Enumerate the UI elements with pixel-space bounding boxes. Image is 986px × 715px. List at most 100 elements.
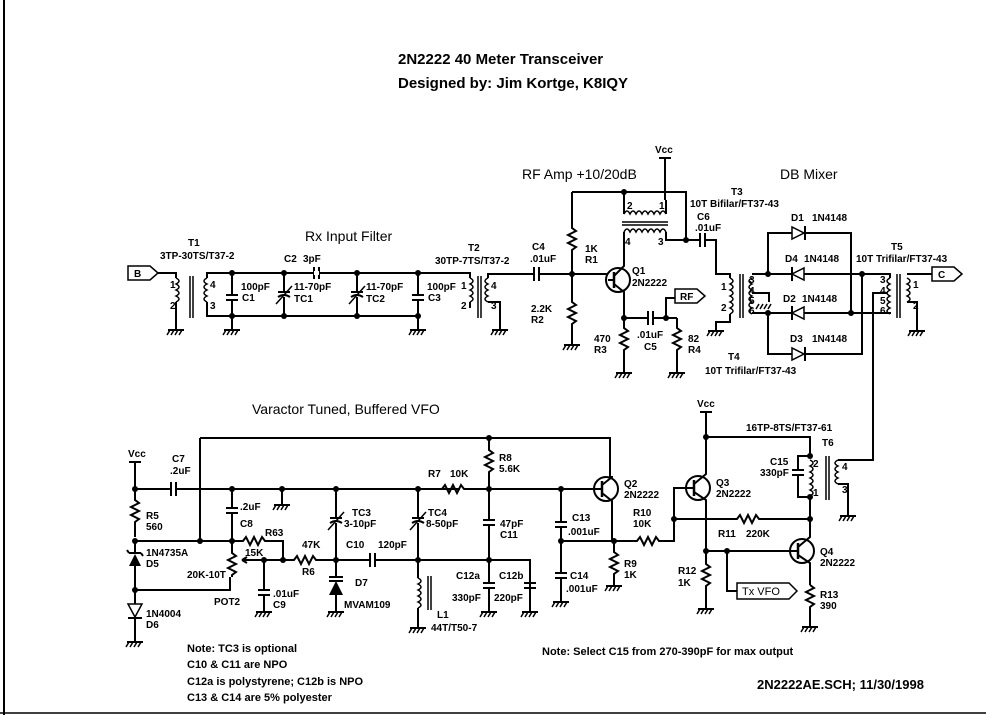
transformer-t5: T5 10T Trifilar/FT37-43 3 4 5 6 1 2: [856, 242, 948, 318]
transformer-t1: T1 3TP-30TS/T37-2 1 2 4 3: [160, 238, 235, 318]
t2-value: 30TP-7TS/T37-2: [435, 256, 510, 267]
diode-d1: D1 1N4148: [791, 213, 847, 241]
r8-value: 5.6K: [499, 464, 521, 475]
ground-r4: [667, 372, 685, 379]
t6-pin1: 1: [813, 488, 819, 499]
r3-ref: R3: [594, 345, 607, 356]
d5-value: 1N4735A: [146, 548, 188, 559]
c15-ref: C15: [770, 457, 789, 468]
t4-pin6: 6: [749, 306, 755, 317]
r10-value: 10K: [633, 519, 652, 530]
ground-r9: [604, 585, 622, 592]
r13-ref: R13: [820, 590, 839, 601]
section-vfo: Varactor Tuned, Buffered VFO: [252, 401, 440, 417]
q2-value: 2N2222: [624, 490, 659, 501]
note-c15: Note: Select C15 from 270-390pF for max …: [542, 646, 794, 658]
t1-ref: T1: [188, 238, 200, 249]
d7-value: MVAM109: [344, 600, 391, 611]
t4-ref: T4: [728, 352, 740, 363]
q4-value: 2N2222: [820, 558, 855, 569]
tc3-ref: TC3: [352, 508, 371, 519]
d4-ref: D4: [785, 254, 798, 265]
diode-d2: D2 1N4148: [783, 294, 837, 321]
t6-ref: T6: [822, 438, 834, 449]
d4-value: 1N4148: [804, 254, 839, 265]
t1-pin1: 1: [170, 280, 176, 291]
tc3-value: 3-10pF: [344, 519, 376, 530]
t2-pin4: 4: [491, 281, 497, 292]
t6-value: 16TP-8TS/FT37-61: [746, 423, 833, 434]
c6-ref: C6: [697, 212, 710, 223]
tc4-ref: TC4: [428, 508, 447, 519]
d1-ref: D1: [791, 213, 804, 224]
vfo-notes: Note: TC3 is optional C10 & C11 are NPO …: [187, 643, 364, 704]
ground-d6: [125, 641, 143, 648]
d6-ref: D6: [146, 620, 159, 631]
ground-c12b: [520, 611, 538, 618]
l1-value: 44T/T50-7: [431, 623, 478, 634]
r4-value: 82: [688, 334, 700, 345]
r1-ref: R1: [585, 255, 598, 266]
t1-pin4: 4: [210, 280, 216, 291]
c11-value: 47pF: [500, 519, 523, 530]
t3-pin1: 1: [659, 201, 665, 212]
ground-t6: [838, 515, 856, 522]
ground-d7: [326, 611, 344, 618]
c13-ref: C13: [572, 513, 591, 524]
c14-ref: C14: [570, 571, 589, 582]
c12a-ref: C12a: [456, 571, 480, 582]
r10-ref: R10: [633, 508, 652, 519]
l1-ref: L1: [437, 610, 449, 621]
c8-value: .2uF: [240, 502, 261, 513]
pot2-value: 20K-10T: [187, 570, 226, 581]
r8-ref: R8: [499, 453, 512, 464]
vcc-label-buffer: Vcc: [697, 399, 715, 410]
c11-ref: C11: [500, 530, 518, 541]
transistor-q1: Q1 2N2222: [605, 262, 667, 318]
c9-ref: C9: [273, 600, 286, 611]
transformer-t2: T2 30TP-7TS/T37-2 1 2 4 3: [435, 243, 510, 318]
port-b-label: B: [134, 269, 141, 280]
port-rf-label: RF: [680, 292, 693, 303]
t2-pin1: 1: [461, 281, 467, 292]
t1-pin3: 3: [210, 301, 216, 312]
transistor-q4: Q4 2N2222: [789, 536, 855, 585]
c3-ref: C3: [428, 293, 441, 304]
pot2-ref: POT2: [214, 597, 241, 608]
ground-t4-ct: [755, 303, 772, 310]
note-line-3: C12a is polystyrene; C12b is NPO: [187, 676, 364, 688]
t2-pin3: 3: [491, 301, 497, 312]
r7-value: 10K: [450, 469, 469, 480]
c3-value: 100pF: [427, 282, 456, 293]
footer-filename-date: 2N2222AE.SCH; 11/30/1998: [757, 677, 924, 692]
c12b-value: 220pF: [494, 593, 523, 604]
d5-ref: D5: [146, 559, 159, 570]
c10-ref: C10: [346, 540, 365, 551]
r12-ref: R12: [678, 566, 697, 577]
t3-pin4: 4: [625, 237, 631, 248]
diode-d6: 1N4004 D6: [126, 603, 181, 631]
d7-ref: D7: [355, 578, 368, 589]
c2-value: 3pF: [303, 254, 321, 265]
t5-pin1: 1: [913, 280, 919, 291]
transformer-t6: T6 2 1 4 3: [808, 438, 848, 500]
section-rx-filter: Rx Input Filter: [305, 228, 392, 244]
port-tx-vfo-label: Tx VFO: [742, 586, 780, 598]
c10-value: 120pF: [378, 540, 407, 551]
ground-c1: [222, 329, 240, 336]
c1-value: 100pF: [241, 282, 270, 293]
c2-ref: C2: [284, 254, 297, 265]
section-rf-amp: RF Amp +10/20dB: [522, 166, 637, 182]
q3-ref: Q3: [716, 478, 730, 489]
r7-ref: R7: [428, 469, 441, 480]
ground-t2: [490, 329, 508, 336]
port-b: B: [127, 265, 160, 281]
ground-r2: [562, 344, 580, 351]
c7-ref: C7: [172, 454, 185, 465]
c5-ref: C5: [644, 342, 657, 353]
r4-ref: R4: [688, 345, 701, 356]
d3-ref: D3: [790, 334, 803, 345]
d6-value: 1N4004: [146, 609, 181, 620]
ground-t4-pri: [706, 330, 724, 337]
